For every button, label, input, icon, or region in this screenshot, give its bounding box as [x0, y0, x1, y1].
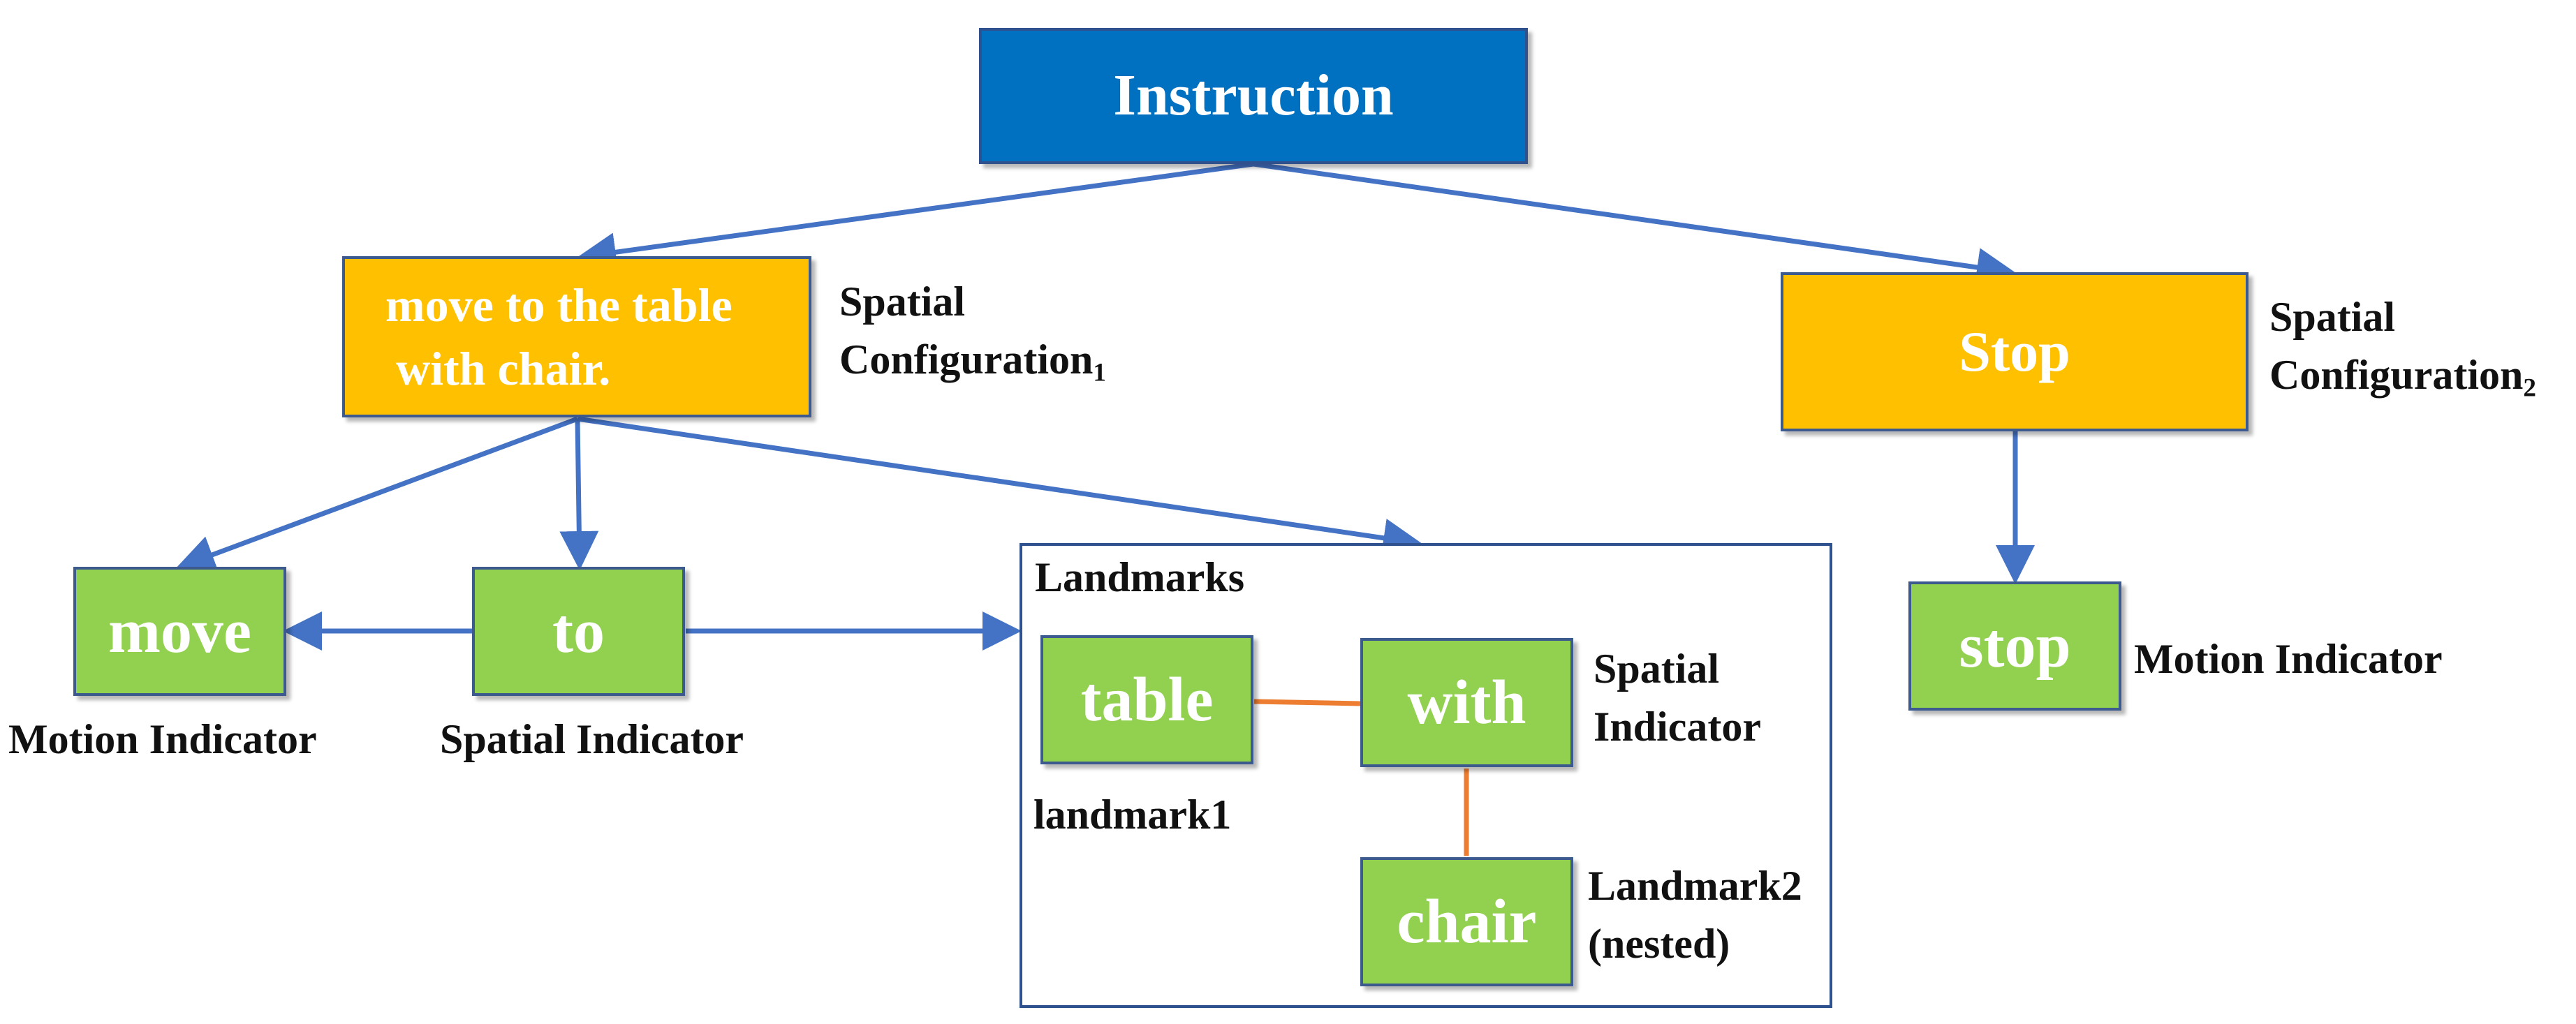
spatial-configuration-2-node: Stop [1781, 272, 2249, 431]
to-label: Spatial Indicator [440, 716, 744, 762]
move-node: move [73, 567, 286, 696]
stop-label: Motion Indicator [2134, 636, 2443, 682]
with-text: with [1407, 667, 1526, 737]
arrow-config1-to-move [175, 416, 579, 574]
stop-node: stop [1908, 581, 2121, 711]
instruction-node: Instruction [979, 28, 1528, 164]
stop-text: stop [1959, 611, 2071, 681]
move-label: Motion Indicator [8, 716, 317, 762]
arrow-config1-to-landmarks [577, 416, 1422, 558]
with-node: with [1360, 638, 1573, 767]
table-text: table [1080, 665, 1214, 734]
chair-label: Landmark2(nested) [1588, 863, 1802, 967]
table-node: table [1040, 635, 1253, 764]
chair-node: chair [1360, 857, 1573, 986]
arrow-config1-to-to [559, 418, 599, 570]
spatial-configuration-2-text: Stop [1959, 319, 2070, 383]
chair-text: chair [1397, 886, 1537, 956]
to-text: to [552, 596, 605, 666]
link-table-with [1253, 699, 1361, 706]
landmarks-title: Landmarks [1035, 554, 1245, 600]
instruction-text: Instruction [1113, 63, 1394, 128]
arrow-instruction-to-config2 [1253, 161, 2016, 287]
arrow-instruction-to-config1 [577, 161, 1254, 272]
to-node: to [472, 567, 685, 696]
table-label: landmark1 [1033, 792, 1232, 838]
move-text: move [108, 596, 251, 666]
